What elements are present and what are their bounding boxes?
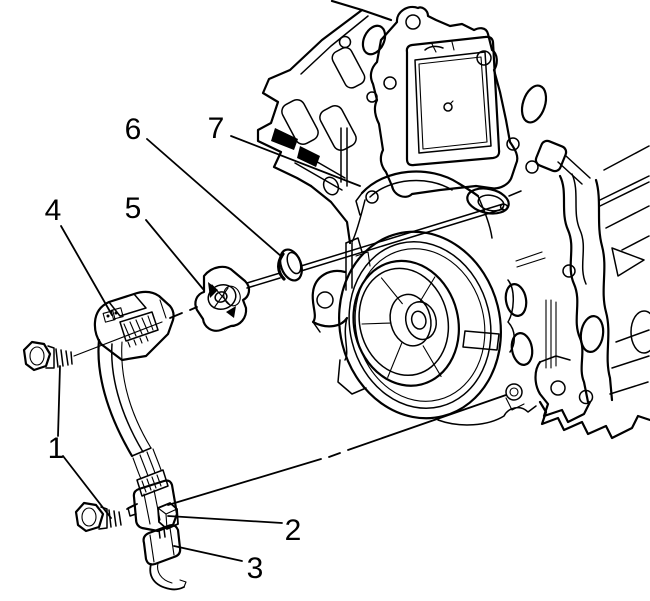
bracket-strap (97, 338, 152, 458)
callout-3: 3 (247, 552, 264, 585)
callout-2: 2 (285, 514, 302, 547)
callout-5: 5 (125, 192, 142, 225)
engine-front-cover (256, 0, 650, 440)
leader-1a (57, 365, 61, 437)
leader-4 (60, 225, 113, 316)
leader-5 (145, 219, 204, 290)
leader-2a (167, 515, 283, 524)
leader-2b (167, 394, 507, 506)
leader-3 (173, 545, 243, 562)
connector-2 (127, 479, 179, 533)
leader-lines (57, 135, 507, 562)
leader-7 (230, 135, 361, 187)
callout-labels: 1 2 3 4 5 6 7 (45, 112, 302, 585)
leader-6 (146, 138, 283, 258)
cover-bottom (437, 355, 592, 426)
block-right-side (504, 145, 650, 440)
bolt-axis-line (73, 321, 163, 357)
block-face (256, 0, 393, 245)
shaft-bore (351, 170, 522, 243)
sensor-head (93, 290, 175, 362)
connector-link (158, 528, 166, 539)
callout-4: 4 (45, 194, 62, 227)
connector-collar (136, 469, 169, 497)
bolt-lower (74, 501, 122, 533)
cover-bosses (520, 84, 591, 185)
crank-pulley (338, 230, 546, 420)
callout-7: 7 (208, 112, 225, 145)
bolt-upper (22, 340, 73, 372)
callout-6: 6 (125, 113, 142, 146)
reluctor (194, 265, 251, 332)
cover-plate (365, 5, 520, 204)
cover-left-flange (311, 237, 371, 395)
sensor-shaft (246, 203, 509, 289)
leader-1b (62, 455, 112, 519)
callout-1: 1 (48, 432, 65, 465)
harness-wires (132, 448, 162, 480)
